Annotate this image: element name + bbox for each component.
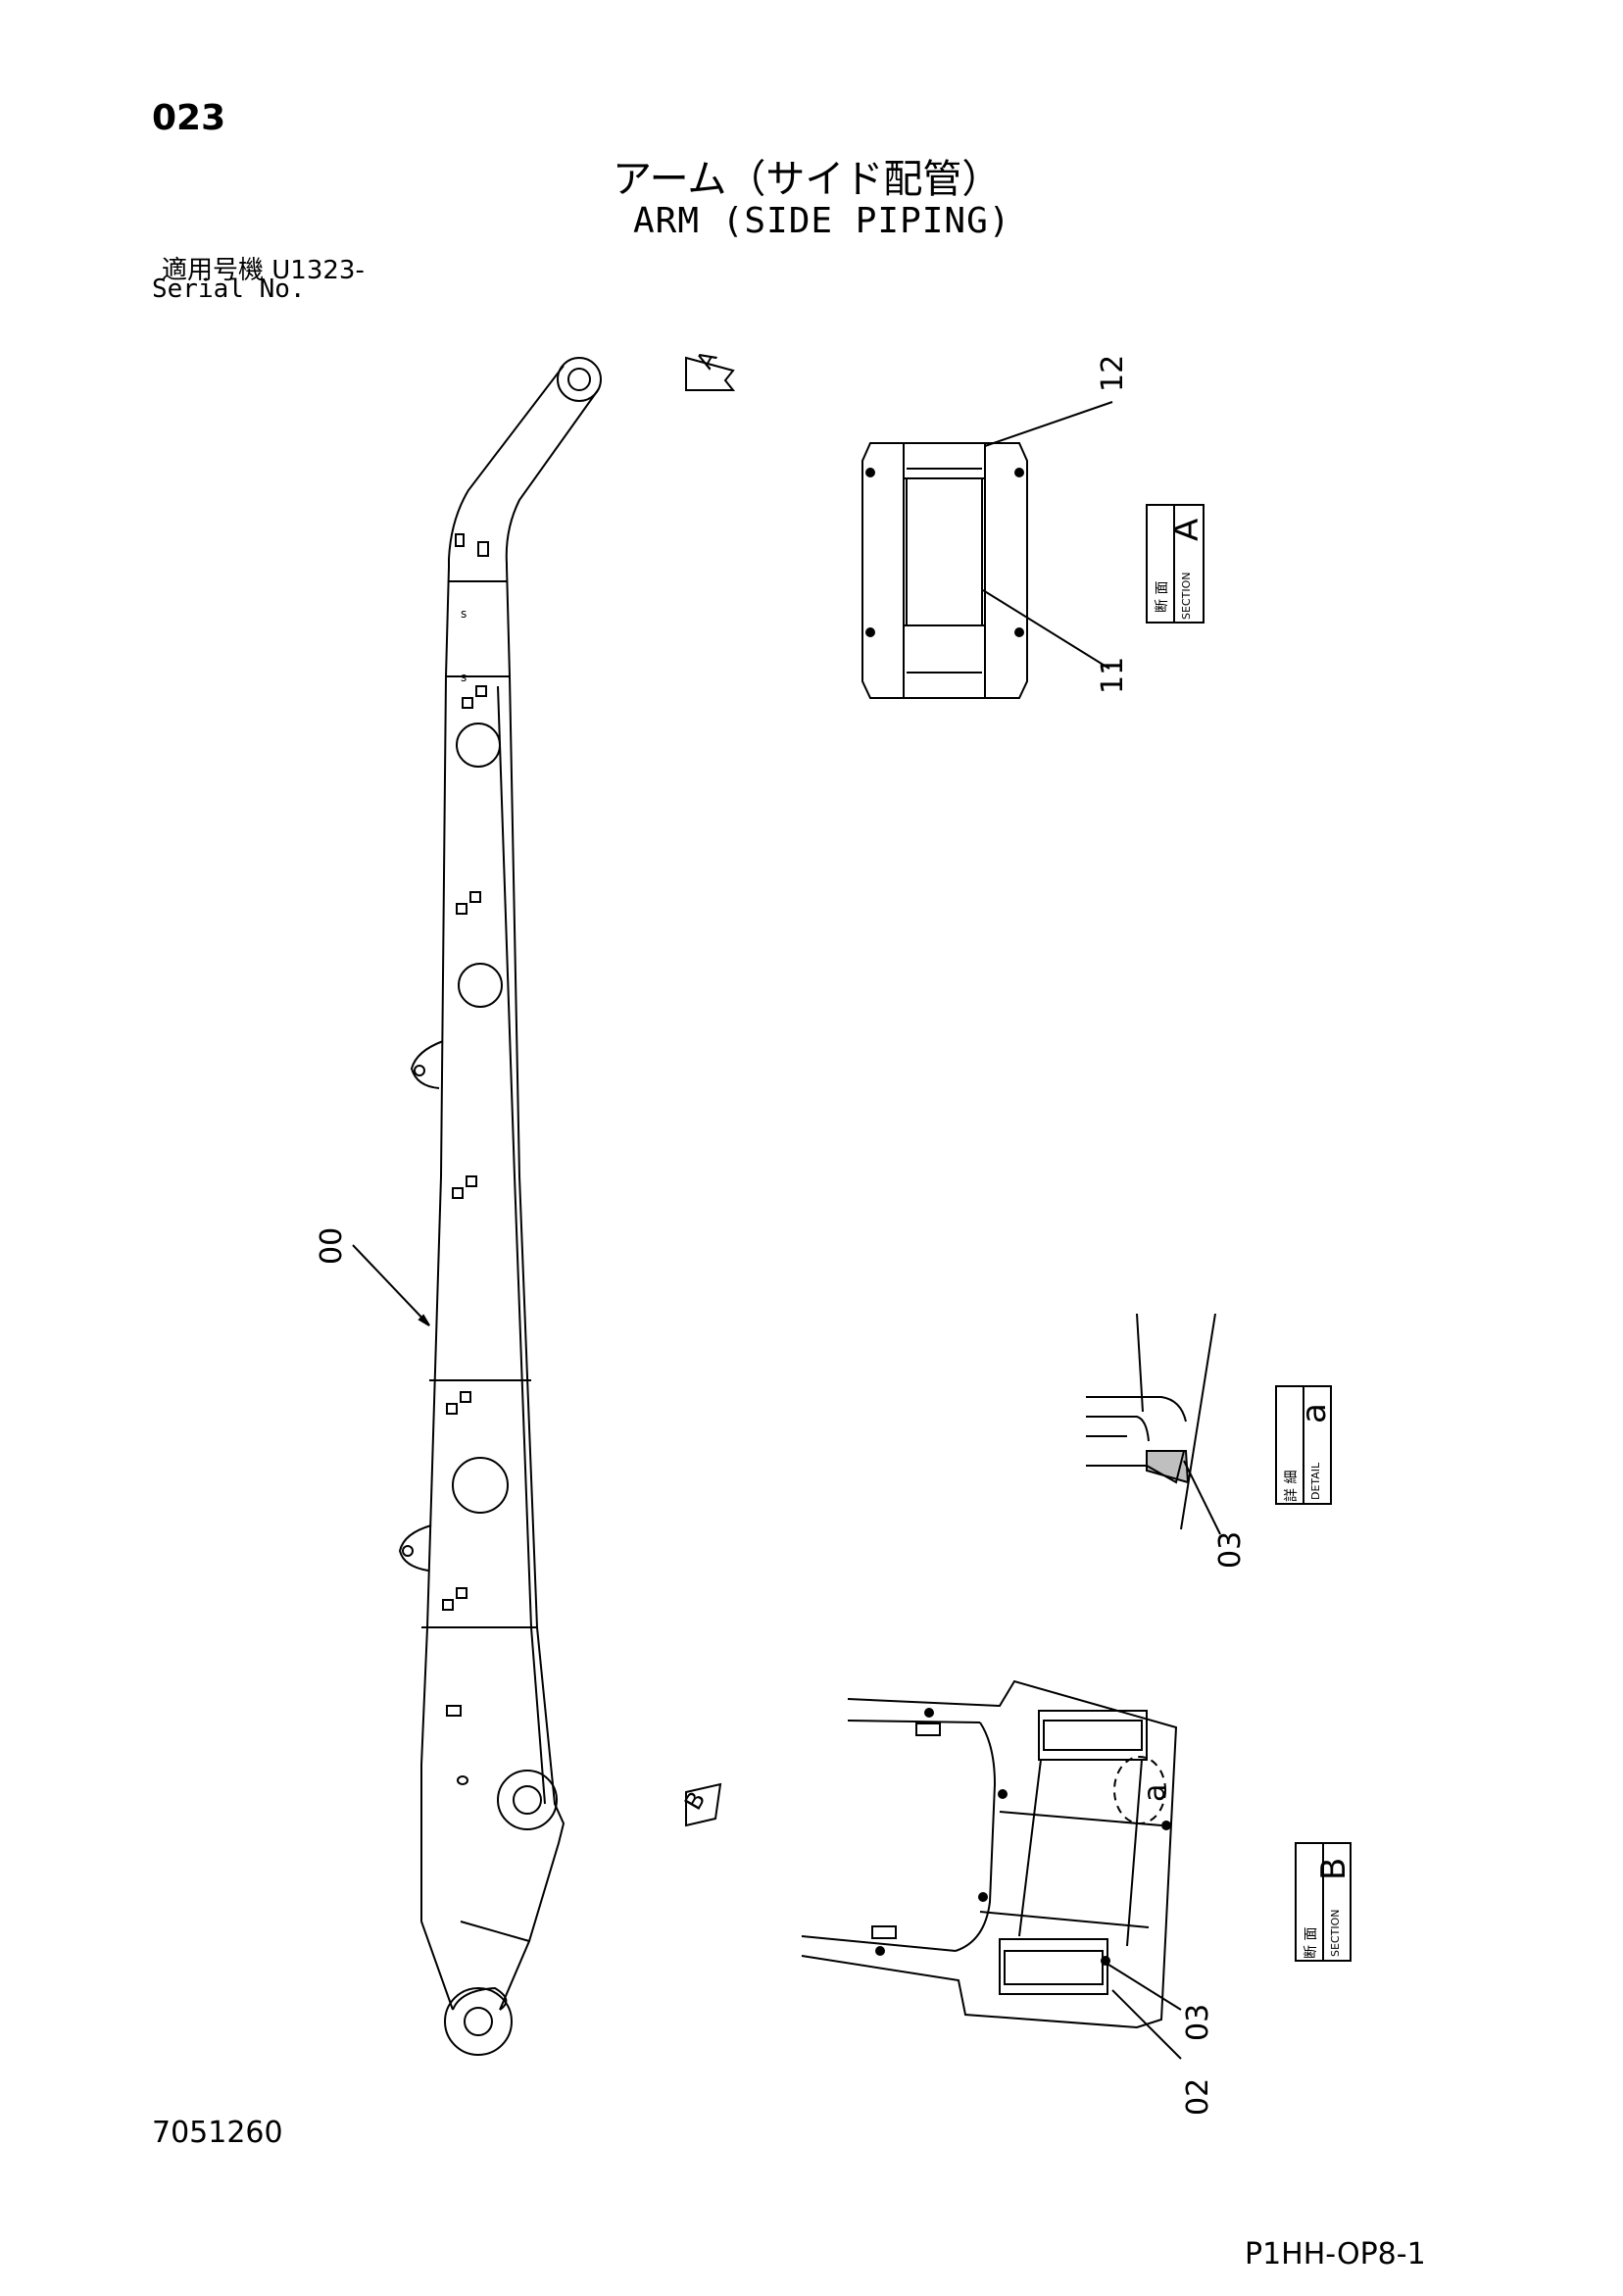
serial-label-japanese: 適用号機 U1323-	[162, 256, 365, 285]
detail-callout-a: a	[1138, 1784, 1172, 1802]
view-arrow-a	[685, 356, 736, 391]
page-code: P1HH-OP8-1	[1245, 2237, 1426, 2271]
part-label-11: 11	[1096, 657, 1130, 694]
part-label-12: 12	[1096, 355, 1130, 392]
document-number: 7051260	[152, 2116, 283, 2150]
page-number: 023	[152, 98, 226, 138]
title-japanese: アーム（サイド配管）	[613, 157, 1002, 202]
section-b-tag-letter: B	[1314, 1858, 1353, 1880]
serial-label-english: Serial No.	[152, 275, 306, 304]
section-b-view	[801, 1679, 1182, 2060]
view-arrow-a-label: A	[691, 345, 723, 374]
detail-a-tag-letter: a	[1295, 1403, 1334, 1423]
title-english: ARM (SIDE PIPING)	[633, 201, 1011, 241]
svg-text:s: s	[461, 671, 467, 684]
leader-00	[352, 1244, 430, 1326]
section-a-tag-jp: 断 面	[1155, 581, 1170, 613]
view-arrow-b	[685, 1782, 722, 1827]
svg-text:s: s	[461, 607, 467, 621]
part-label-03-detail: 03	[1213, 1531, 1248, 1569]
section-b-tag-jp: 断 面	[1303, 1927, 1319, 1959]
detail-a-tag-jp: 詳 細	[1284, 1471, 1300, 1502]
section-a-view	[861, 401, 1113, 699]
section-a-tag-en: SECTION	[1180, 573, 1193, 620]
detail-a-tag-en: DETAIL	[1309, 1462, 1322, 1500]
part-label-03-section-b: 03	[1181, 2004, 1215, 2041]
detail-a-view	[1086, 1313, 1221, 1535]
view-arrow-b-label: B	[679, 1787, 711, 1815]
section-b-tag-en: SECTION	[1329, 1910, 1342, 1957]
part-label-02: 02	[1181, 2078, 1215, 2116]
arm-outline: s s	[398, 357, 602, 2056]
part-label-00: 00	[315, 1227, 349, 1265]
section-a-tag-letter: A	[1167, 519, 1206, 541]
